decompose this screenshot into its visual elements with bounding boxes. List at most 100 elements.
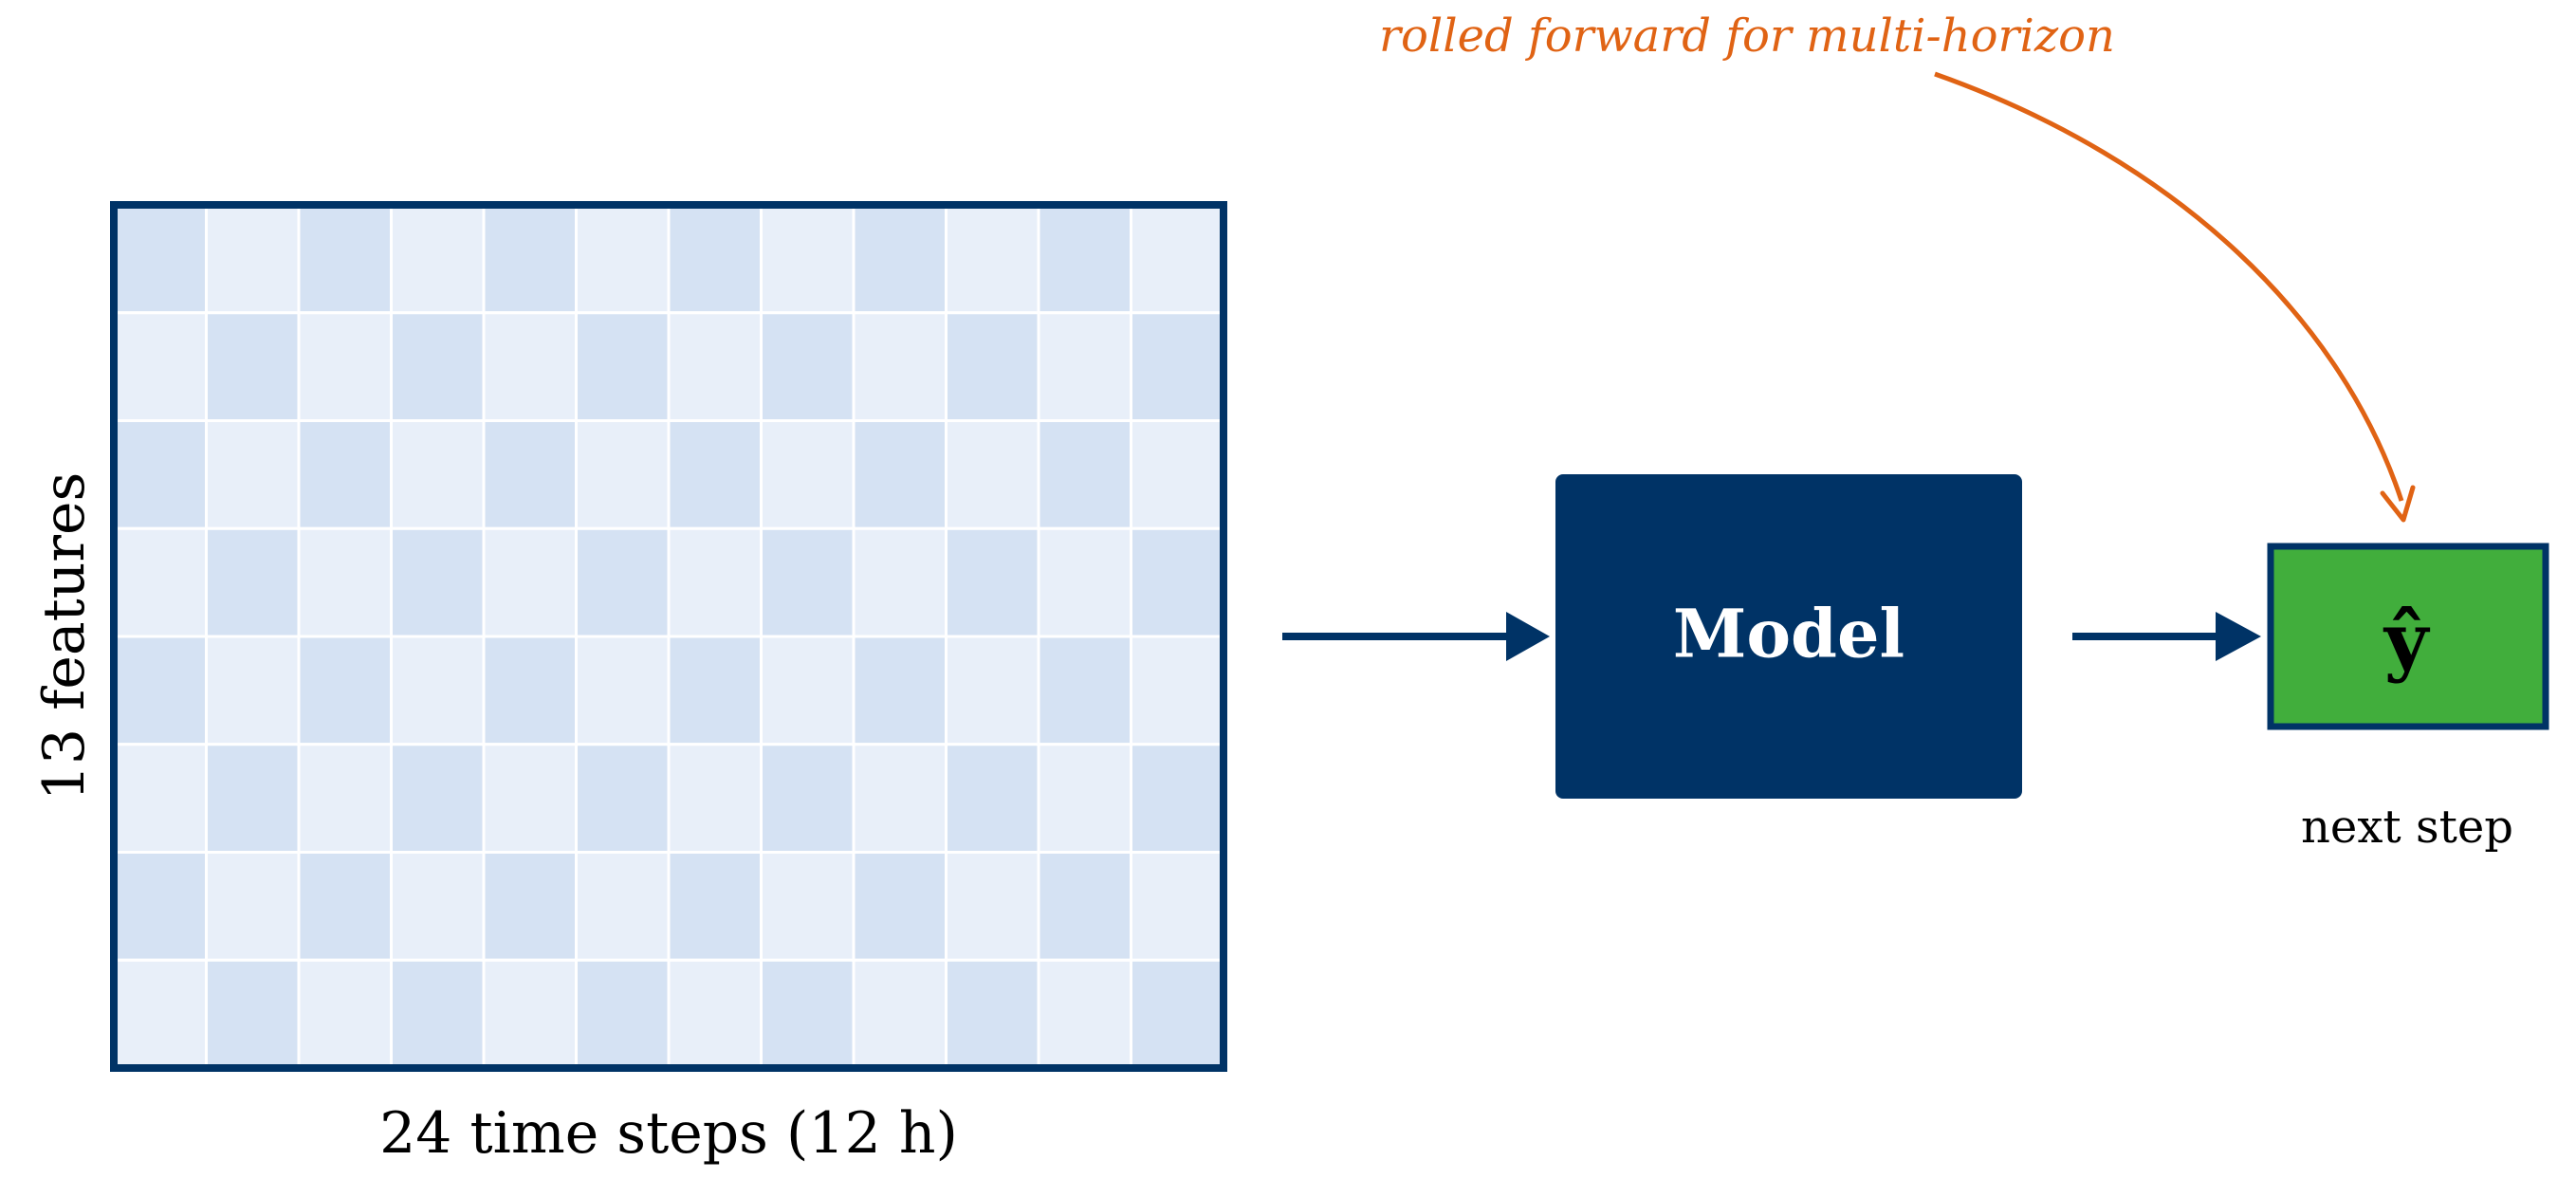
matrix-cell [667, 635, 763, 746]
matrix-cell [575, 851, 671, 962]
matrix-cell [390, 526, 486, 638]
matrix-cell [1130, 311, 1225, 422]
matrix-cell [390, 743, 486, 854]
model-box: Model [1555, 474, 2022, 799]
matrix-cell [575, 419, 671, 530]
output-symbol: ŷ [2383, 596, 2431, 685]
matrix-cell [760, 635, 856, 746]
matrix-cell [667, 526, 763, 638]
matrix-cell [205, 526, 301, 638]
matrix-cell [390, 851, 486, 962]
matrix-cell [205, 743, 301, 854]
matrix-cell [575, 311, 671, 422]
matrix-cell [852, 851, 948, 962]
matrix-border [110, 201, 1227, 1072]
matrix-cell [390, 203, 486, 315]
matrix-cell [1130, 958, 1225, 1070]
matrix-cell [575, 203, 671, 315]
matrix-cell [852, 419, 948, 530]
matrix-cell [112, 635, 208, 746]
matrix-cell [297, 526, 393, 638]
matrix-cell [297, 743, 393, 854]
matrix-cell [297, 958, 393, 1070]
matrix-cell [1037, 851, 1132, 962]
matrix-cell [760, 851, 856, 962]
matrix-cell [852, 635, 948, 746]
matrix-cell [667, 419, 763, 530]
matrix-cell [667, 958, 763, 1070]
matrix-cell [945, 203, 1040, 315]
matrix-cell [205, 958, 301, 1070]
matrix-cell [482, 526, 578, 638]
matrix-cell [575, 743, 671, 854]
matrix-cell [945, 851, 1040, 962]
matrix-cell [482, 311, 578, 422]
matrix-cell [112, 851, 208, 962]
matrix-cell [852, 743, 948, 854]
matrix-cell [112, 203, 208, 315]
matrix-cell [760, 743, 856, 854]
matrix-cell [205, 635, 301, 746]
matrix-cell [205, 419, 301, 530]
matrix-cell [945, 526, 1040, 638]
matrix-cell [482, 419, 578, 530]
matrix-cell [1130, 203, 1225, 315]
matrix-cell [945, 958, 1040, 1070]
matrix-cell [760, 526, 856, 638]
matrix-cell [482, 851, 578, 962]
matrix-cell [852, 311, 948, 422]
matrix-cell [945, 635, 1040, 746]
input-matrix [110, 201, 1227, 1072]
matrix-cell [112, 743, 208, 854]
matrix-cell [945, 311, 1040, 422]
matrix-cell [1130, 526, 1225, 638]
matrix-cell [575, 958, 671, 1070]
output-caption: next step [2301, 801, 2513, 854]
matrix-cell [390, 419, 486, 530]
matrix-cell [1130, 851, 1225, 962]
matrix-cell [760, 419, 856, 530]
matrix-cell [1130, 635, 1225, 746]
annotation-arrow [1934, 71, 2416, 523]
matrix-cell [852, 526, 948, 638]
matrix-cell [297, 203, 393, 315]
matrix-cell [667, 743, 763, 854]
annotation-text: rolled forward for multi-horizon [1379, 9, 2115, 63]
time-axis-label: 24 time steps (12 h) [379, 1100, 958, 1167]
matrix-cell [945, 419, 1040, 530]
matrix-cell [297, 311, 393, 422]
matrix-cell [1037, 311, 1132, 422]
matrix-cell [852, 958, 948, 1070]
matrix-cell [205, 311, 301, 422]
matrix-cell [760, 203, 856, 315]
input-to-model-arrow [1282, 612, 1550, 661]
matrix-cell [1037, 526, 1132, 638]
matrix-cell [482, 958, 578, 1070]
matrix-cell [1037, 958, 1132, 1070]
matrix-cell [390, 958, 486, 1070]
matrix-cell [205, 851, 301, 962]
matrix-cell [297, 419, 393, 530]
matrix-cell [1037, 419, 1132, 530]
matrix-cell [297, 851, 393, 962]
matrix-cell [112, 419, 208, 530]
matrix-cell [112, 311, 208, 422]
matrix-cell [852, 203, 948, 315]
matrix-cell [575, 635, 671, 746]
matrix-cell [1037, 743, 1132, 854]
model-label: Model [1673, 595, 1904, 673]
matrix-cell [1037, 635, 1132, 746]
matrix-cell [667, 851, 763, 962]
matrix-cell [482, 635, 578, 746]
feature-axis-label: 13 features [31, 472, 98, 801]
matrix-cell [390, 311, 486, 422]
matrix-cell [297, 635, 393, 746]
matrix-cell [945, 743, 1040, 854]
matrix-cell [112, 526, 208, 638]
matrix-cell [1130, 743, 1225, 854]
matrix-cell [667, 311, 763, 422]
model-to-output-arrow [2072, 612, 2261, 661]
matrix-cells [112, 203, 1225, 1070]
matrix-cell [390, 635, 486, 746]
